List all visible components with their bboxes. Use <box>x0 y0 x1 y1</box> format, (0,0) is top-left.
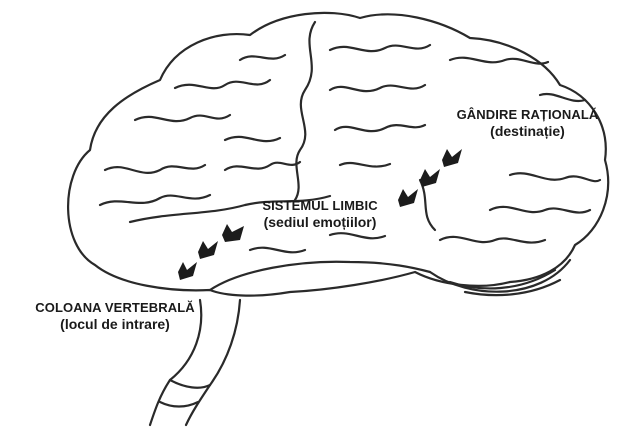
arrow-icon <box>178 262 197 280</box>
stem-ring-2 <box>158 400 200 408</box>
gyrus <box>338 161 392 168</box>
gyrus <box>328 83 427 93</box>
gyrus <box>103 163 207 174</box>
arrow-icon <box>420 169 440 187</box>
limbic-label: SISTEMUL LIMBIC (sediul emoțiilor) <box>236 198 404 230</box>
gyrus <box>98 193 212 207</box>
gyrus <box>173 78 272 90</box>
spine-subtitle: (locul de intrare) <box>60 315 170 332</box>
arrow-icon <box>222 224 244 242</box>
gyrus <box>508 172 602 183</box>
gyrus <box>488 205 592 214</box>
rational-subtitle: (destinație) <box>490 122 565 139</box>
spine-label: COLOANA VERTEBRALĂ (locul de intrare) <box>4 300 226 332</box>
gyrus <box>223 135 282 143</box>
gyrus <box>328 232 387 240</box>
gyrus <box>438 235 547 244</box>
spine-title: COLOANA VERTEBRALĂ <box>35 300 195 315</box>
gyrus <box>538 92 587 103</box>
gyrus <box>448 56 550 65</box>
gyrus <box>418 178 437 232</box>
arrow-icon <box>442 149 462 167</box>
rational-title: GÂNDIRE RAȚIONALĂ <box>456 107 599 122</box>
gyrus <box>223 160 302 172</box>
gyrus <box>333 123 427 133</box>
central-sulcus <box>293 20 317 202</box>
rational-label: GÂNDIRE RAȚIONALĂ (destinație) <box>440 107 615 139</box>
arrow-icon <box>198 241 218 259</box>
cerebellum-fold-2 <box>463 278 562 297</box>
lateral-sulcus <box>128 194 332 224</box>
limbic-title: SISTEMUL LIMBIC <box>262 198 378 213</box>
gyrus <box>248 246 307 254</box>
arrow-icon <box>398 189 418 207</box>
stem-ring-1 <box>168 378 212 389</box>
gyrus <box>133 113 232 123</box>
brain-outline <box>67 11 610 297</box>
gyrus <box>238 53 287 62</box>
cerebellum-fold-1 <box>448 268 557 290</box>
cerebellum <box>428 258 572 293</box>
temporal-lobe <box>208 260 432 292</box>
gyrus <box>328 43 432 53</box>
limbic-subtitle: (sediul emoțiilor) <box>263 213 377 230</box>
